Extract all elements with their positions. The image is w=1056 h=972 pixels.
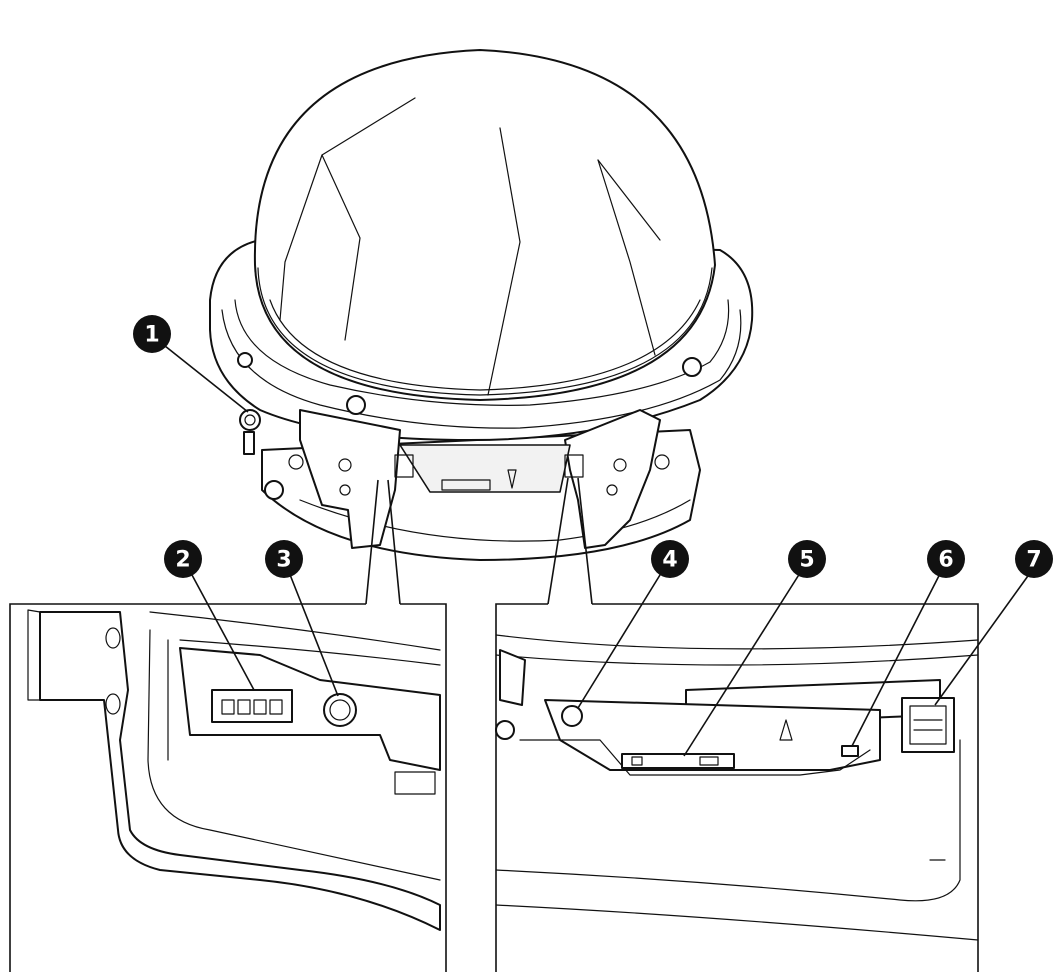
right-bracket (564, 409, 661, 549)
dome-camera (209, 49, 754, 605)
status-led (561, 705, 583, 727)
svg-text:5: 5 (799, 548, 814, 573)
right-detail-inset (495, 603, 979, 972)
left-bracket (299, 409, 401, 549)
terminal-block (211, 689, 293, 723)
callout-3: 3 (265, 540, 303, 578)
callout-leaders (154, 337, 1039, 757)
svg-text:7: 7 (1026, 548, 1041, 573)
control-button (841, 745, 859, 757)
svg-text:1: 1 (144, 323, 159, 348)
network-connector (901, 697, 955, 753)
callout-2: 2 (164, 540, 202, 578)
dome-cover (253, 49, 716, 401)
svg-text:6: 6 (938, 548, 953, 573)
svg-text:4: 4 (662, 548, 677, 573)
svg-text:2: 2 (175, 548, 190, 573)
callout-1: 1 (133, 315, 171, 353)
callout-5: 5 (788, 540, 826, 578)
left-detail-inset (9, 603, 447, 972)
sd-card-slot (621, 753, 735, 769)
svg-text:3: 3 (276, 548, 291, 573)
callout-4: 4 (651, 540, 689, 578)
callout-7: 7 (1015, 540, 1053, 578)
round-button (323, 693, 357, 727)
callout-6: 6 (927, 540, 965, 578)
ground-screw (239, 409, 261, 455)
